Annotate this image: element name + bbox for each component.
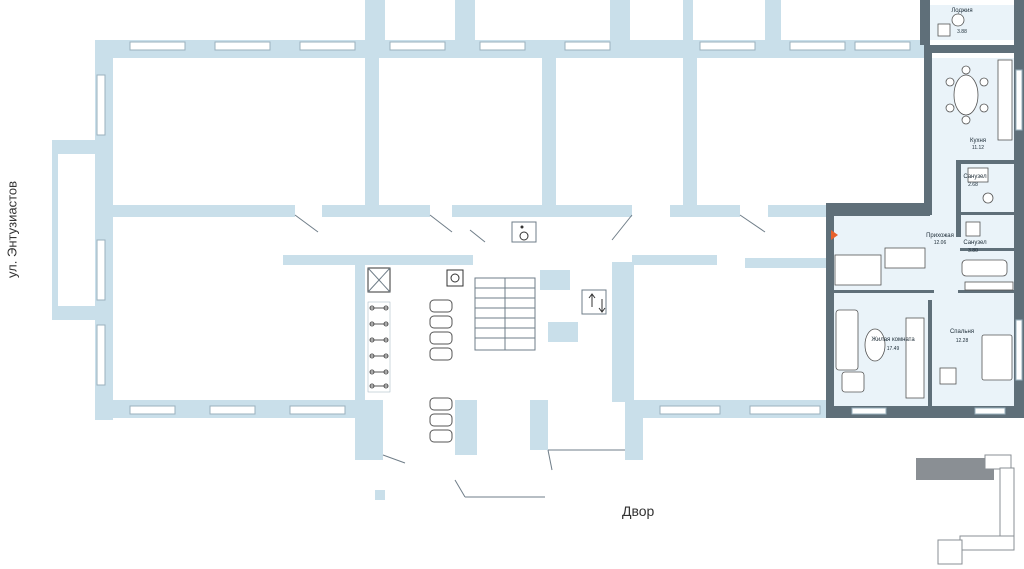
elevator-icon bbox=[581, 289, 607, 315]
room-label-bedroom: Спальня bbox=[950, 329, 974, 335]
yard-label: Двор bbox=[622, 503, 655, 519]
room-area-bathroom-1: 2.68 bbox=[968, 182, 978, 188]
staircase bbox=[474, 277, 536, 351]
room-area-loggia: 3.88 bbox=[957, 29, 967, 35]
building-walls bbox=[52, 0, 925, 460]
room-label-living: Жилая комната bbox=[871, 337, 915, 343]
apartment: Лоджия 3.88 Кухня 11.12 Санузел 2.68 При… bbox=[826, 0, 1024, 418]
room-label-loggia: Лоджия bbox=[951, 8, 972, 14]
room-area-living: 17.49 bbox=[887, 346, 900, 352]
stroller-parking bbox=[429, 299, 453, 443]
room-label-kitchen: Кухня bbox=[970, 138, 986, 144]
room-area-kitchen: 11.12 bbox=[972, 145, 984, 151]
room-label-bathroom-2: Санузел bbox=[963, 240, 987, 246]
wheelchair-icon bbox=[511, 221, 537, 243]
room-area-hall: 12.06 bbox=[934, 240, 947, 246]
bicycle-parking bbox=[367, 301, 391, 393]
key-plan bbox=[916, 454, 1015, 565]
room-label-bathroom-1: Санузел bbox=[963, 174, 987, 180]
chute-icon bbox=[367, 267, 391, 293]
windows bbox=[96, 41, 911, 415]
room-area-bedroom: 12.28 bbox=[956, 338, 969, 344]
door-swings bbox=[294, 214, 766, 498]
sink-icon bbox=[446, 269, 464, 287]
room-label-hall: Прихожая bbox=[926, 233, 954, 239]
column-marker bbox=[375, 490, 385, 500]
room-area-bathroom-2: 3.80 bbox=[968, 248, 978, 254]
street-label: ул. Энтузиастов bbox=[4, 180, 20, 279]
entrance-marker-icon bbox=[831, 230, 838, 240]
